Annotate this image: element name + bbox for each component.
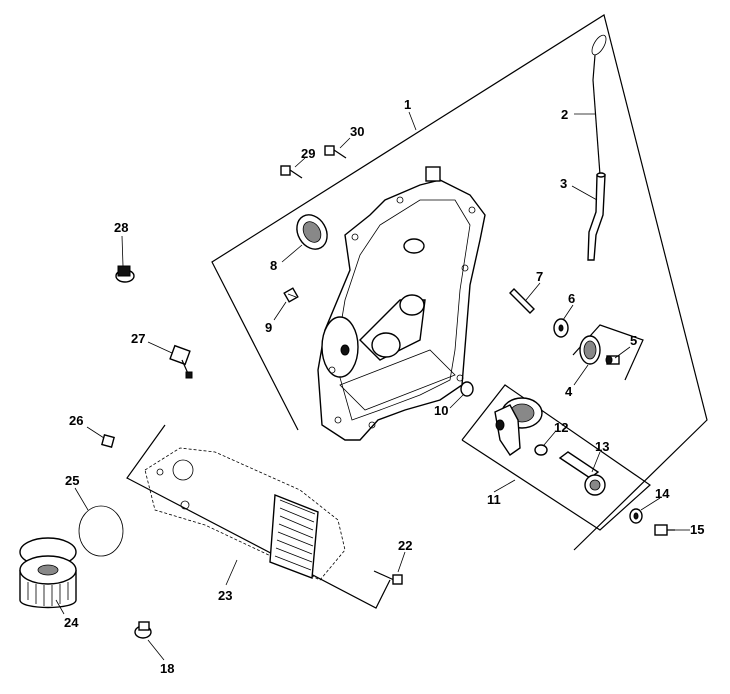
callout-3: 3: [560, 176, 567, 191]
dipstick: [591, 34, 607, 176]
callout-7: 7: [536, 269, 543, 284]
fitting-26: [101, 434, 115, 448]
o-ring: [460, 381, 474, 397]
assembly-group-bracket: [211, 14, 708, 551]
callout-29: 29: [301, 146, 315, 161]
oil-pickup: [558, 451, 606, 496]
oil-pump: [494, 397, 543, 456]
leader-8: [281, 244, 303, 263]
callout-10: 10: [434, 403, 448, 418]
callout-4: 4: [565, 384, 573, 399]
leader-11: [493, 479, 516, 493]
callout-24: 24: [64, 615, 79, 630]
callout-30: 30: [350, 124, 364, 139]
callout-6: 6: [568, 291, 575, 306]
callout-28: 28: [114, 220, 128, 235]
callout-11: 11: [487, 492, 501, 507]
callout-23: 23: [218, 588, 232, 603]
leader-4: [573, 364, 589, 386]
bolt-29: [280, 165, 303, 179]
leader-28: [121, 235, 124, 267]
callout-27: 27: [131, 331, 145, 346]
leader-30: [339, 137, 351, 149]
leader-12: [543, 431, 556, 446]
callout-2: 2: [561, 107, 568, 122]
mounting-bolt: [373, 570, 403, 585]
callout-5: 5: [630, 333, 637, 348]
callout-8: 8: [270, 258, 277, 273]
closure-plate: [317, 166, 486, 441]
leader-22: [397, 551, 406, 573]
leader-26: [86, 426, 105, 439]
callout-26: 26: [69, 413, 83, 428]
callout-13: 13: [595, 439, 609, 454]
oil-sender: [115, 265, 135, 283]
governor-gear: [579, 335, 620, 365]
leader-13: [591, 451, 601, 473]
drain-plug: [654, 524, 675, 536]
callout-9: 9: [265, 320, 272, 335]
leader-25: [74, 487, 89, 511]
washer: [553, 318, 569, 338]
oil-filter: [19, 537, 77, 609]
callout-22: 22: [398, 538, 412, 553]
pump-ring: [534, 444, 548, 456]
oil-pump-group-bracket: [461, 384, 651, 531]
leader-29: [294, 157, 306, 168]
leader-24: [55, 599, 65, 615]
leader-1: [408, 111, 417, 131]
drain-washer: [629, 508, 643, 524]
callout-14: 14: [655, 486, 670, 501]
leader-5: [614, 346, 631, 359]
leader-18: [147, 639, 165, 661]
oil-plug: [134, 621, 152, 639]
oil-cooler-group-bracket: [126, 424, 391, 609]
callout-15: 15: [690, 522, 704, 537]
shaft-pin: [509, 288, 535, 314]
leader-23: [225, 559, 238, 586]
oil-cooler: [144, 447, 346, 581]
oil-seal: [296, 214, 328, 250]
leader-3: [571, 185, 598, 201]
bolt-30: [324, 145, 347, 159]
callout-1: 1: [404, 97, 411, 112]
callout-12: 12: [554, 420, 568, 435]
leader-14: [640, 497, 661, 511]
leader-9: [273, 301, 287, 321]
callout-18: 18: [160, 661, 174, 676]
dowel-pin: [283, 287, 299, 303]
callout-25: 25: [65, 473, 79, 488]
leader-27: [147, 341, 173, 354]
leader-6: [562, 304, 574, 321]
leader-7: [525, 282, 541, 301]
dipstick-tube: [587, 172, 606, 261]
filter-gasket: [78, 505, 124, 557]
pressure-switch: [169, 344, 193, 379]
leader-10: [449, 394, 464, 409]
